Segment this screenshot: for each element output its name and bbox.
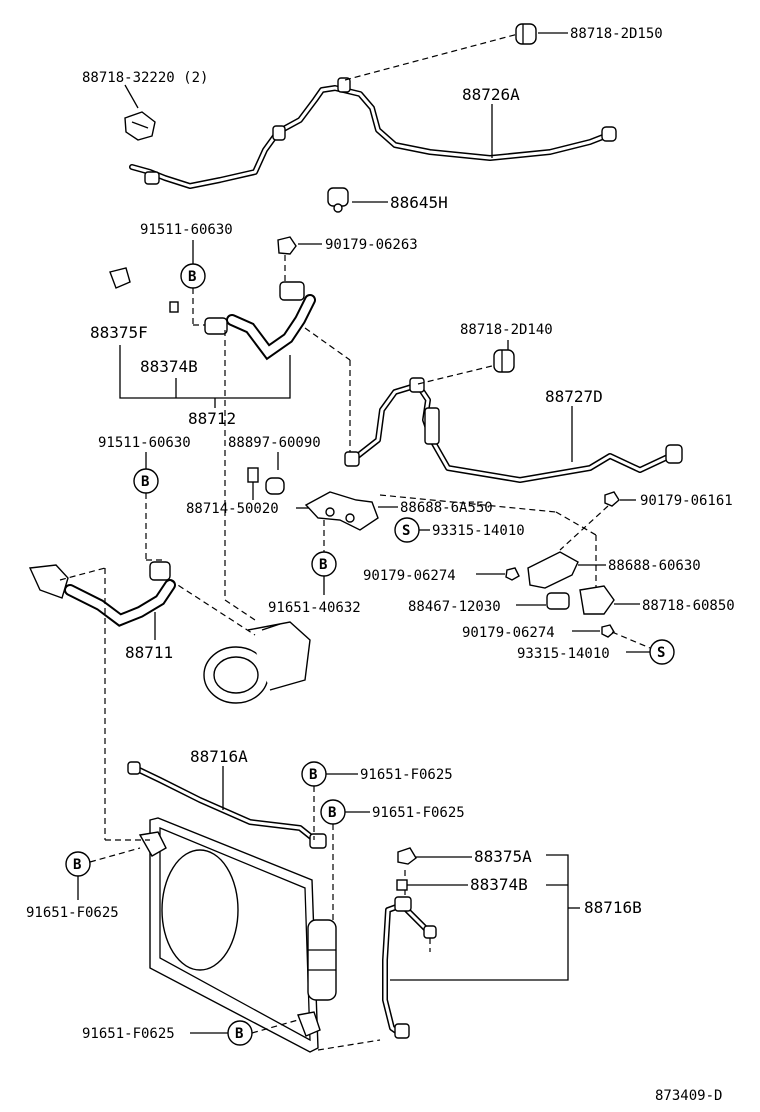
part-label-l-91651-f0625-d: 91651-F0625 xyxy=(82,1026,175,1042)
discharge-hose-88711 xyxy=(28,561,176,627)
oring-88897-60090 xyxy=(265,477,285,495)
bolt-symbol-mid: B xyxy=(133,468,159,494)
part-label-l-91651-f0625-a: 91651-F0625 xyxy=(360,767,453,783)
part-label-l-88645h: 88645H xyxy=(390,193,448,212)
symbol-seal: S xyxy=(402,523,410,539)
part-label-l-91511-60630-mid: 91511-60630 xyxy=(98,435,191,451)
part-label-l-90179-06263: 90179-06263 xyxy=(325,237,418,253)
bolt-88714-50020 xyxy=(247,467,259,483)
cushion-88718-2d150 xyxy=(515,23,537,45)
bolt-symbol-f0625-d: B xyxy=(227,1020,253,1046)
part-label-l-93315-14010-b: 93315-14010 xyxy=(517,646,610,662)
symbol-bolt: B xyxy=(141,474,149,490)
bolt-symbol-f0625-c: B xyxy=(65,851,91,877)
part-label-l-88726a: 88726A xyxy=(462,85,520,104)
symbol-bolt: B xyxy=(235,1026,243,1042)
part-label-l-88712: 88712 xyxy=(188,409,236,428)
cap-88375f xyxy=(109,267,131,289)
part-label-l-90179-06274-b: 90179-06274 xyxy=(462,625,555,641)
suction-hose-88712 xyxy=(204,281,316,361)
symbol-seal: S xyxy=(657,645,665,661)
seal-symbol-b: S xyxy=(649,639,675,665)
part-label-l-88716a: 88716A xyxy=(190,747,248,766)
part-label-l-88688-60630: 88688-60630 xyxy=(608,558,701,574)
cap-88375a xyxy=(397,847,417,865)
part-label-l-88711: 88711 xyxy=(125,643,173,662)
valve-core-88374b-bottom xyxy=(396,879,408,891)
bolt-symbol-f0625-b: B xyxy=(320,799,346,825)
pressure-switch-88467-12030 xyxy=(546,592,570,610)
part-label-l-91651-f0625-c: 91651-F0625 xyxy=(26,905,119,921)
receiver-drier xyxy=(307,919,337,1001)
part-label-l-90179-06274-a: 90179-06274 xyxy=(363,568,456,584)
bolt-symbol-top: B xyxy=(180,263,206,289)
part-label-l-91651-40632: 91651-40632 xyxy=(268,600,361,616)
symbol-bolt: B xyxy=(319,557,327,573)
liquid-pipe-88727d xyxy=(344,377,683,483)
bracket-88688-60630 xyxy=(527,551,579,589)
valve-core-88374b xyxy=(169,301,179,313)
nut-90179-06274-a xyxy=(505,567,520,581)
symbol-bolt: B xyxy=(73,857,81,873)
compressor xyxy=(203,621,311,704)
symbol-bolt: B xyxy=(309,767,317,783)
nut-90179-06161 xyxy=(604,491,620,507)
discharge-pipe-88726a xyxy=(129,77,617,189)
liquid-pipe-88716b xyxy=(382,896,437,1039)
symbol-bolt: B xyxy=(188,269,196,285)
clamp-88718-32220 xyxy=(124,111,156,141)
part-label-l-88727d: 88727D xyxy=(545,387,603,406)
part-label-l-91511-60630-top: 91511-60630 xyxy=(140,222,233,238)
cushion-88718-2d140 xyxy=(493,349,515,373)
bolt-symbol-f0625-a: B xyxy=(301,761,327,787)
symbol-bolt: B xyxy=(328,805,336,821)
nut-90179-06274-b xyxy=(601,624,615,638)
part-label-l-88714-50020: 88714-50020 xyxy=(186,501,279,517)
part-label-l-90179-06161: 90179-06161 xyxy=(640,493,733,509)
part-label-l-88467-12030: 88467-12030 xyxy=(408,599,501,615)
part-label-l-88374b-top: 88374B xyxy=(140,357,198,376)
part-label-l-93315-14010-a: 93315-14010 xyxy=(432,523,525,539)
part-label-l-91651-f0625-b: 91651-F0625 xyxy=(372,805,465,821)
part-label-l-88718-60850: 88718-60850 xyxy=(642,598,735,614)
seal-symbol-a: S xyxy=(394,517,420,543)
part-label-l-88718-2d150: 88718-2D150 xyxy=(570,26,663,42)
part-label-l-88688-6a550: 88688-6A550 xyxy=(400,500,493,516)
pressure-switch-88645h xyxy=(327,187,349,213)
part-label-l-88718-2d140: 88718-2D140 xyxy=(460,322,553,338)
bracket-88688-6a550 xyxy=(304,491,379,531)
part-label-l-88375a: 88375A xyxy=(474,847,532,866)
part-label-l-88897-60090: 88897-60090 xyxy=(228,435,321,451)
bolt-symbol-40632: B xyxy=(311,551,337,577)
nut-90179-06263 xyxy=(277,236,297,255)
part-label-l-88716b: 88716B xyxy=(584,898,642,917)
clamp-88718-60850 xyxy=(579,585,615,615)
part-label-l-88374b-bot: 88374B xyxy=(470,875,528,894)
diagram-reference-number: 873409-D xyxy=(655,1088,722,1104)
condenser xyxy=(138,817,321,1053)
part-label-l-88375f: 88375F xyxy=(90,323,148,342)
part-label-l-88718-32220: 88718-32220 (2) xyxy=(82,70,208,86)
